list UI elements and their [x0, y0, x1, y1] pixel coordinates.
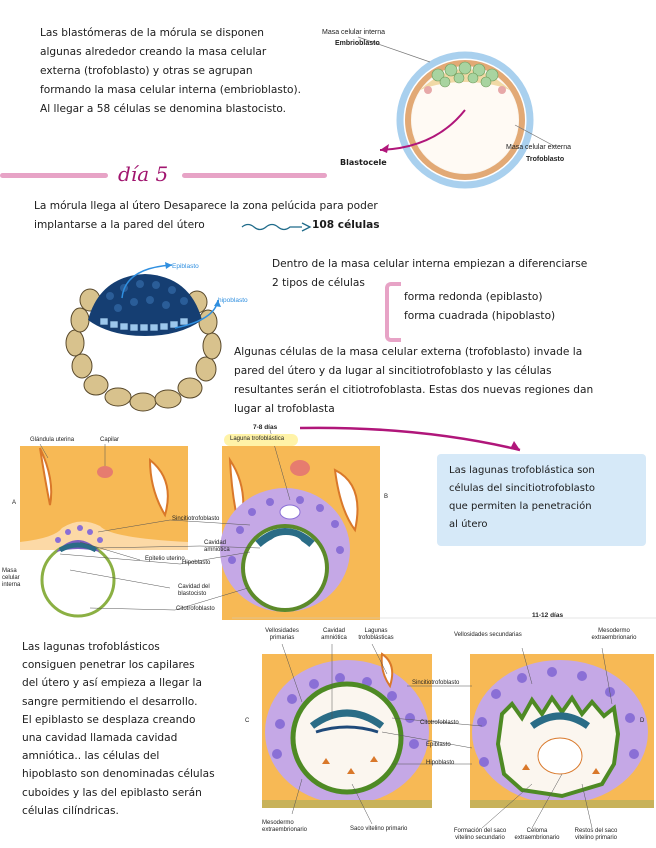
days-7-8: 7-8 días: [253, 424, 278, 431]
amniotic-label-c: Cavidad amniótica: [321, 628, 347, 641]
day-heading: día 5: [118, 162, 169, 186]
lacunae-label: Lagunas trofoblásticas: [358, 628, 394, 641]
epithelium-label: Epitelio uterino: [145, 556, 185, 562]
troph-line: resultantes serán el citiotrofoblasta. E…: [234, 384, 594, 396]
villi-primary-label: Vellosidades primarias: [265, 628, 299, 641]
bracket: [385, 282, 401, 342]
note-line: que permiten la penetración: [449, 501, 592, 512]
lacuna-tag: Laguna trofoblástica: [224, 434, 298, 446]
cell-type-round: forma redonda (epiblasto): [404, 291, 543, 303]
cytotroph-label-cd: Citotrofoblasto: [420, 720, 459, 726]
blastocele-label: Blastocele: [340, 158, 387, 167]
intro-line: Al llegar a 58 células se denomina blast…: [40, 103, 287, 115]
figure-ab: 7-8 días Laguna trofoblástica Glándula u…: [0, 420, 656, 620]
epiblast-label: Epiblasto: [172, 263, 199, 270]
blastocyst-illustration: [357, 36, 557, 189]
inner-mass-label-a: Masa celular interna: [2, 568, 21, 588]
note-line: Las lagunas trofoblástica son: [449, 465, 595, 476]
hypoblast-label-cd: Hipoblasto: [426, 760, 455, 766]
outer-mass-name: Trofoblasto: [526, 156, 565, 163]
diff-line-2: 2 tipos de células: [272, 277, 365, 289]
cell-count: 108 células: [312, 219, 380, 231]
inner-mass-label: Masa celular interna: [322, 29, 386, 36]
hypoblast-label-a: Hipoblasto: [182, 560, 211, 566]
mesoderm-extra-label-d: Mesodermo extraembrionario: [591, 628, 637, 641]
cell-type-square: forma cuadrada (hipoblasto): [404, 310, 556, 322]
letter-a: A: [12, 500, 17, 506]
differentiation-illustration: [65, 262, 222, 412]
divider-line-left: [0, 173, 108, 178]
lacunae-note-text: Las lagunas trofoblástica son células de…: [449, 462, 595, 534]
implantation-cd-illustration: [232, 617, 656, 829]
cytotroph-label: Citotrofoblasto: [176, 606, 215, 612]
gland-label: Glándula uterina: [30, 437, 75, 443]
intro-line: Las blastómeras de la mórula se disponen: [40, 27, 264, 39]
divider-line-right: [182, 173, 327, 178]
days-11-12: 11-12 días: [532, 612, 564, 619]
bottom-line: Las lagunas trofoblásticos: [22, 641, 160, 653]
bottom-line: hipoblasto son denominadas células: [22, 768, 215, 781]
figure-cd: 11-12 días C D Vellosidades primarias Ca…: [232, 612, 656, 848]
letter-d: D: [640, 718, 645, 724]
inner-mass-name: Embrioblasto: [335, 40, 380, 47]
bottom-line: consiguen penetrar los capilares: [22, 659, 195, 672]
troph-line: lugar al trofoblasta: [234, 403, 335, 415]
outer-mass-label: Masa celular externa: [506, 144, 571, 151]
intro-paragraph: Las blastómeras de la mórula se disponen…: [40, 24, 301, 119]
letter-b: B: [384, 494, 389, 500]
blasto-cavity-label: Cavidad del blastocisto: [178, 584, 210, 597]
yolk-secondary-label: Formación del saco vitelino secundario: [453, 828, 507, 841]
bottom-paragraph: Las lagunas trofoblásticos consiguen pen…: [22, 638, 215, 820]
bottom-line: cuboides y las del epiblasto serán: [22, 786, 202, 799]
bottom-line: del útero y así empieza a llegar la: [22, 677, 202, 690]
capillary-label: Capilar: [100, 437, 120, 443]
bottom-line: sangre permitiendo el desarrollo.: [22, 695, 198, 708]
morula-paragraph: La mórula llega al útero Desaparece la z…: [34, 197, 380, 235]
bottom-line: amniótica.. las células del: [22, 750, 160, 763]
diff-line-1: Dentro de la masa celular interna empiez…: [272, 258, 588, 270]
troph-line: Algunas células de la masa celular exter…: [234, 346, 583, 358]
morula-line-2-row: implantarse a la pared del útero 108 cél…: [34, 216, 380, 235]
morula-line-2: implantarse a la pared del útero: [34, 219, 205, 231]
lacuna-tag-text: Laguna trofoblástica: [230, 436, 285, 442]
implantation-ab-illustration: [20, 426, 521, 620]
wave-arrow-icon: [241, 222, 312, 232]
day-divider: día 5: [0, 162, 656, 188]
lacunae-note: Las lagunas trofoblástica son células de…: [437, 454, 646, 546]
note-line: al útero: [449, 519, 488, 530]
note-line: células del sincitiotrofoblasto: [449, 483, 596, 494]
bottom-line: El epiblasto se desplaza creando: [22, 713, 196, 726]
syncytio-label-cd: Sincitiotrofoblasto: [412, 680, 460, 686]
villi-secondary-label: Vellosidades secundarias: [454, 632, 522, 638]
yolk-remnants-label: Restos del saco vitelino primario: [574, 828, 618, 841]
syncytio-label: Sincitiotrofoblasto: [172, 516, 220, 522]
epiblast-label-cd: Epiblasto: [426, 742, 451, 748]
cell-types: forma redonda (epiblasto) forma cuadrada…: [404, 288, 555, 326]
amniotic-label: Cavidad amniótica: [204, 540, 230, 553]
yolk-primary-label: Saco vitelino primario: [350, 826, 408, 832]
bottom-line: células cilíndricas.: [22, 804, 119, 817]
troph-line: pared del útero y da lugar al sincitiotr…: [234, 365, 552, 377]
troph-paragraph: Algunas células de la masa celular exter…: [234, 343, 593, 419]
coelom-label: Celoma extraembrionario: [514, 828, 560, 841]
blastocyst-figure: Masa celular interna Embrioblasto Blasto…: [320, 20, 640, 189]
differentiation-figure: Epiblasto hipoblasto: [60, 258, 270, 438]
bottom-line: una cavidad llamada cavidad: [22, 732, 178, 745]
intro-line: algunas alrededor creando la masa celula…: [40, 46, 267, 58]
mesoderm-extra-label-c: Mesodermo extraembrionario: [262, 820, 308, 833]
letter-c: C: [245, 718, 250, 724]
intro-line: externa (trofoblasto) y otras se agrupan: [40, 65, 253, 77]
intro-line: formando la masa celular interna (embrio…: [40, 84, 301, 96]
morula-line-1: La mórula llega al útero Desaparece la z…: [34, 200, 378, 212]
hypoblast-label: hipoblasto: [218, 297, 248, 304]
diff-paragraph: Dentro de la masa celular interna empiez…: [272, 255, 587, 293]
